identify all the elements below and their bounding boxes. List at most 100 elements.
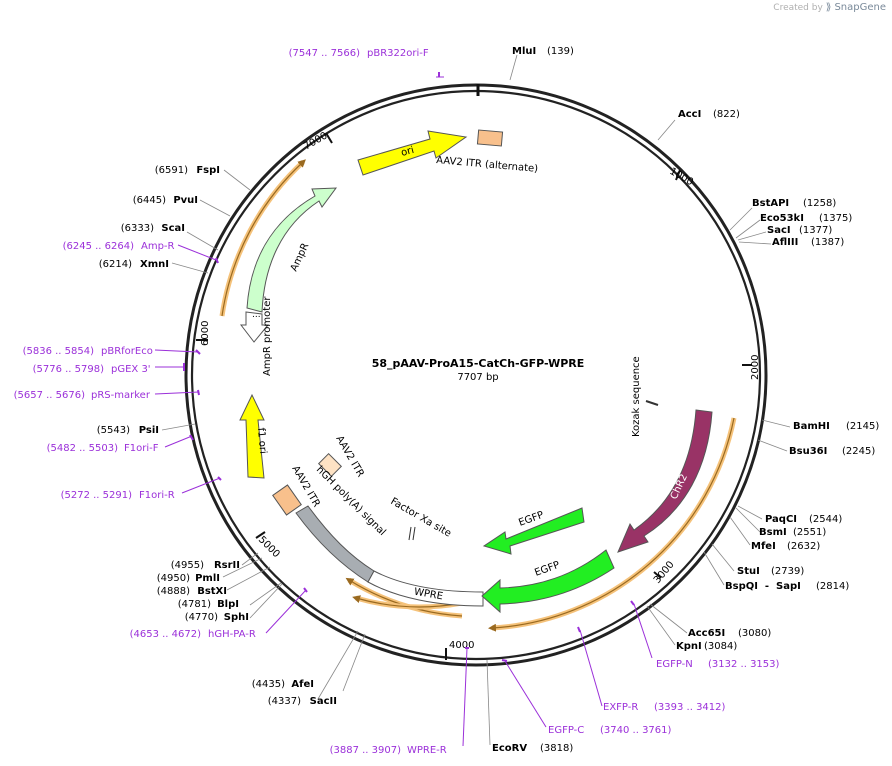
enzyme-bsu36i-pos: (2245): [842, 446, 875, 457]
enzyme-pmli-pos: (4950): [157, 573, 190, 584]
brand-text: SnapGene: [834, 2, 886, 13]
enzyme-sphi-pos: (4770): [185, 612, 218, 623]
enzyme-acci[interactable]: AccI: [678, 109, 701, 120]
enzyme-sacii[interactable]: SacII: [310, 696, 337, 707]
f1-ori-label: f1 ori: [255, 427, 268, 454]
egfp-feature-2[interactable]: [481, 549, 615, 614]
enzyme-acci-pos: (822): [713, 109, 740, 120]
primer-amp-r[interactable]: Amp-R: [141, 241, 175, 252]
ampr-feature[interactable]: [246, 187, 338, 313]
enzyme-stui[interactable]: StuI: [737, 566, 760, 577]
primer-egfp-c-range: (3740 .. 3761): [600, 725, 672, 736]
enzyme-bsmi-pos: (2551): [793, 527, 826, 538]
enzyme-rsrii-pos: (4955): [171, 560, 204, 571]
enzyme-paqci[interactable]: PaqCI: [765, 514, 797, 525]
primer-pbrforeco[interactable]: pBRforEco: [101, 346, 153, 357]
wpre-feature[interactable]: [367, 570, 484, 607]
ampr-promoter-feature[interactable]: [239, 311, 270, 343]
enzyme-paqci-pos: (2544): [809, 514, 842, 525]
enzyme-bstapi-pos: (1258): [803, 198, 836, 209]
chr2-feature[interactable]: [617, 409, 713, 553]
primer-pbr322ori-f-range: (7547 .. 7566): [289, 48, 361, 59]
enzyme-kpni[interactable]: KpnI: [676, 641, 702, 652]
primer-egfp-c[interactable]: EGFP-C: [548, 725, 584, 736]
enzyme-blpi[interactable]: BlpI: [217, 599, 239, 610]
backbone-inner-ring: [190, 89, 762, 661]
tick-label-5000: 5000: [256, 534, 282, 560]
enzyme-bstxi[interactable]: BstXI: [197, 586, 227, 597]
ampr-label: AmpR: [289, 241, 312, 273]
primer-pgex3[interactable]: pGEX 3': [111, 364, 151, 375]
enzyme-blpi-pos: (4781): [178, 599, 211, 610]
enzyme-sacii-pos: (4337): [268, 696, 301, 707]
enzyme-scai[interactable]: ScaI: [161, 223, 185, 234]
enzyme-fspi-pos: (6591): [155, 165, 188, 176]
enzyme-stui-pos: (2739): [771, 566, 804, 577]
primer-exfp-r-range: (3393 .. 3412): [654, 702, 726, 713]
enzyme-pvui-pos: (6445): [133, 195, 166, 206]
ampr-promoter-dots: ...: [252, 310, 261, 320]
enzyme-afei[interactable]: AfeI: [291, 679, 314, 690]
primer-pgex3-range: (5776 .. 5798): [33, 364, 105, 375]
enzyme-fspi[interactable]: FspI: [196, 165, 220, 176]
primer-prs-marker[interactable]: pRS-marker: [91, 390, 151, 401]
aav2-itr-alternate-label: AAV2 ITR (alternate): [436, 155, 539, 175]
enzyme-bspqi-sapi[interactable]: BspQI - SapI: [725, 581, 801, 592]
primer-exfp-r[interactable]: EXFP-R: [603, 702, 638, 713]
primer-ticks: [183, 257, 635, 662]
enzyme-bsmi[interactable]: BsmI: [759, 527, 787, 538]
kozak-mark: [645, 400, 659, 406]
egfp-label-2: EGFP: [533, 560, 561, 579]
primer-f1ori-f[interactable]: F1ori-F: [124, 443, 159, 454]
enzyme-pmli[interactable]: PmlI: [195, 573, 220, 584]
enzyme-ecorv[interactable]: EcoRV: [492, 743, 527, 754]
credit-text: Created by: [773, 3, 823, 13]
f1-ori-feature[interactable]: [239, 393, 265, 479]
enzyme-mlui[interactable]: MluI: [512, 46, 536, 57]
enzyme-acc65i[interactable]: Acc65I: [688, 628, 725, 639]
enzyme-psii[interactable]: PsiI: [139, 425, 159, 436]
enzyme-labels-left: (4337) SacII (4435) AfeI (4770) SphI (47…: [97, 165, 337, 707]
wpre-label: WPRE: [413, 587, 444, 603]
orf-arc-left-line: [221, 159, 306, 317]
enzyme-saci[interactable]: SacI: [767, 225, 791, 236]
enzyme-bstapi[interactable]: BstAPI: [752, 198, 789, 209]
enzyme-saci-pos: (1377): [799, 225, 832, 236]
enzyme-afliii[interactable]: AflIII: [772, 237, 798, 248]
aav2-itr-alternate-feature[interactable]: [476, 129, 504, 147]
primer-egfp-n[interactable]: EGFP-N: [656, 659, 693, 670]
enzyme-scai-pos: (6333): [121, 223, 154, 234]
enzyme-mfei-pos: (2632): [787, 541, 820, 552]
enzyme-bamhi[interactable]: BamHI: [793, 421, 830, 432]
primer-pbr322ori-f[interactable]: pBR322ori-F: [367, 48, 429, 59]
primer-egfp-n-range: (3132 .. 3153): [708, 659, 780, 670]
aav2-itr-feature[interactable]: [272, 484, 302, 516]
primer-wpre-r-range: (3887 .. 3907): [330, 745, 402, 756]
enzyme-mfei[interactable]: MfeI: [751, 541, 776, 552]
ori-feature[interactable]: [357, 130, 468, 176]
ampr-promoter-label: AmpR promoter: [262, 296, 273, 376]
enzyme-eco53ki[interactable]: Eco53kI: [760, 213, 804, 224]
primer-amp-r-range: (6245 .. 6264): [63, 241, 135, 252]
enzyme-xmni[interactable]: XmnI: [140, 259, 169, 270]
primer-wpre-r[interactable]: WPRE-R: [407, 745, 447, 756]
enzyme-afliii-pos: (1387): [811, 237, 844, 248]
enzyme-sphi[interactable]: SphI: [224, 612, 249, 623]
aav2-itr-pale-feature[interactable]: [317, 452, 343, 478]
enzyme-eco53ki-pos: (1375): [819, 213, 852, 224]
snapgene-logo: ⟫ SnapGene: [825, 2, 886, 13]
primer-leader-lines: [154, 72, 653, 747]
primer-hgh-pa-r-range: (4653 .. 4672): [130, 629, 202, 640]
enzyme-bsu36i[interactable]: Bsu36I: [789, 446, 827, 457]
primer-pbrforeco-range: (5836 .. 5854): [23, 346, 95, 357]
snapgene-credit: Created by ⟫ SnapGene: [773, 2, 886, 13]
primer-hgh-pa-r[interactable]: hGH-PA-R: [208, 629, 256, 640]
kozak-label: Kozak sequence: [631, 356, 642, 437]
enzyme-rsrii[interactable]: RsrII: [214, 560, 240, 571]
orf-arc-right-line: [488, 417, 735, 632]
primer-f1ori-r[interactable]: F1ori-R: [139, 490, 175, 501]
factor-xa-label: Factor Xa site: [389, 496, 453, 540]
enzyme-pvui[interactable]: PvuI: [173, 195, 198, 206]
egfp-feature-1[interactable]: [482, 507, 585, 555]
enzyme-bamhi-pos: (2145): [846, 421, 879, 432]
